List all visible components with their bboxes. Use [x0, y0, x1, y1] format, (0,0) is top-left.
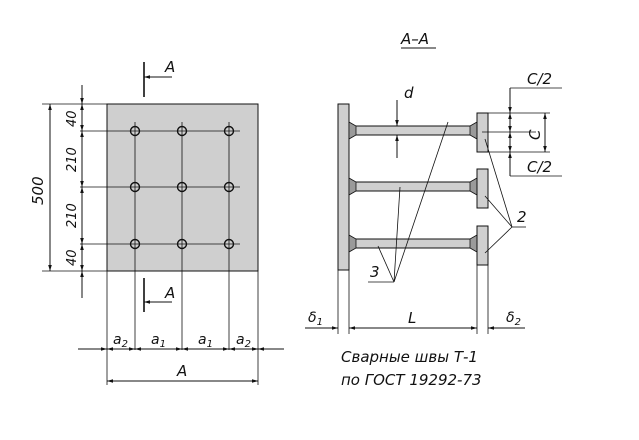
plate-front-view: A A 500 40 210 210 40	[29, 58, 284, 385]
dim-c: C	[526, 129, 544, 140]
note-line-1: Сварные швы Т-1	[341, 348, 478, 366]
vertical-dimensions: 500 40 210 210 40	[29, 85, 107, 298]
rod	[348, 181, 478, 192]
base-plate-section	[337, 103, 350, 271]
rod	[348, 238, 478, 249]
note-line-2: по ГОСТ 19292-73	[341, 371, 482, 389]
dim-d: d	[395, 84, 414, 158]
dim-delta1: δ1	[308, 310, 323, 328]
hole	[223, 125, 235, 137]
end-plate	[476, 112, 489, 153]
dim-total-height: 500	[29, 176, 47, 205]
dim-edge-top: 40	[65, 110, 80, 127]
dim-a1-left: a1	[151, 332, 166, 350]
section-letter-bottom: A	[164, 284, 175, 302]
dim-c-half-bottom: C/2	[527, 158, 552, 176]
section-cut-mark-top: A	[143, 58, 175, 97]
callout-3-label: 3	[370, 263, 380, 281]
callout-2-end-plate: 2	[484, 138, 527, 254]
anchor-rods	[348, 121, 478, 253]
dim-spacing-top: 210	[65, 147, 80, 172]
dim-a2-left: a2	[113, 332, 128, 350]
dim-total-width: A	[176, 362, 187, 380]
dim-spacing-bottom: 210	[65, 203, 80, 228]
horizontal-dimensions: a2 a1 a1 a2 A	[78, 332, 284, 383]
end-plate	[476, 168, 489, 209]
hole	[129, 238, 141, 250]
dim-c: C/2 C C/2	[482, 70, 562, 177]
section-letter-top: A	[164, 58, 175, 76]
weld-note: Сварные швы Т-1 по ГОСТ 19292-73	[341, 348, 482, 389]
dim-length-label: L	[408, 309, 416, 327]
hole	[223, 238, 235, 250]
hole	[176, 181, 188, 193]
hole	[223, 181, 235, 193]
hole	[129, 125, 141, 137]
dim-a1-right: a1	[198, 332, 213, 350]
base-plate	[106, 103, 259, 272]
bolt-holes	[129, 125, 235, 250]
section-cut-mark-bottom: A	[143, 278, 175, 312]
rod	[348, 125, 478, 136]
dim-c-half-top: C/2	[527, 70, 552, 88]
end-plates	[476, 112, 489, 266]
section-view: A–A d	[305, 30, 562, 389]
end-plate	[476, 225, 489, 266]
callout-3-weld: 3	[368, 121, 449, 283]
section-title: A–A	[400, 30, 429, 48]
dim-d-label: d	[404, 84, 414, 102]
dim-edge-bottom: 40	[65, 249, 80, 266]
dim-delta2: δ2	[506, 310, 521, 328]
dim-length: δ1 L δ2	[305, 265, 525, 334]
hole	[176, 125, 188, 137]
hole	[129, 181, 141, 193]
hole	[176, 238, 188, 250]
dim-a2-right: a2	[236, 332, 251, 350]
hole-axes	[80, 122, 259, 385]
callout-2-label: 2	[517, 208, 527, 226]
